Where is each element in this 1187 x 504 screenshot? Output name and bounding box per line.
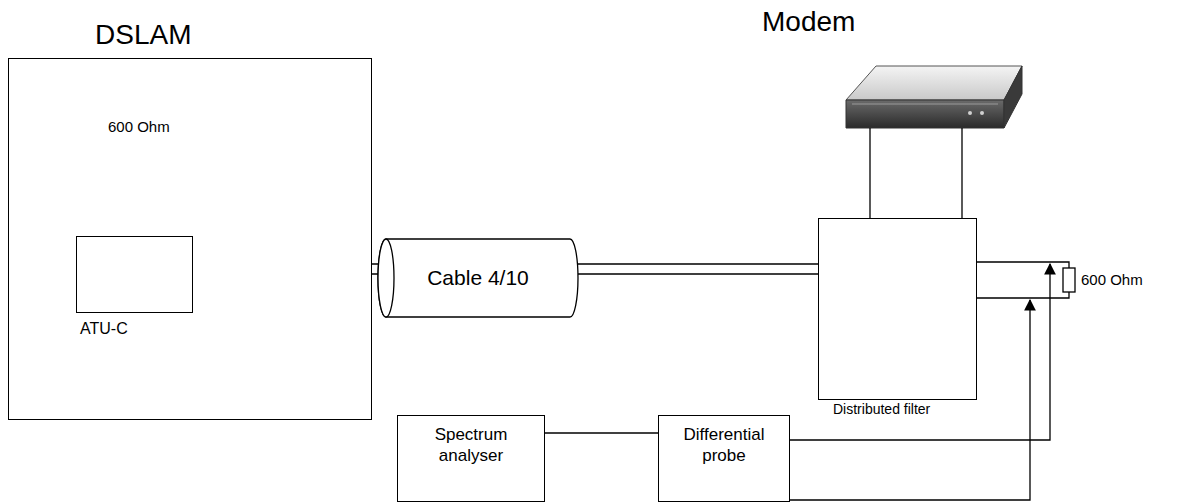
resistor-symbol [1063, 268, 1075, 292]
node-text: DSLAM [95, 19, 191, 51]
resistor-value: 600 Ohm [108, 118, 170, 135]
dslam-housing: DSLAMATU-C [8, 58, 372, 420]
cable-cylinder: Cable 4/10 [378, 238, 578, 318]
modem-wires [870, 128, 962, 218]
node-text: Distributed filter [833, 401, 930, 417]
cable-body [378, 239, 578, 317]
spectrum-analyser-box: Spectrum analyser [397, 415, 545, 502]
differential-probe-box: Differential probe [658, 415, 790, 502]
distributed-filter-box: Distributed filter [818, 218, 977, 400]
node-text: Differential probe [659, 416, 789, 467]
node-text: Cable 4/10 [427, 266, 529, 290]
atu-c-box: ATU-C [76, 236, 193, 313]
cable-end [378, 239, 394, 317]
device-title: Modem [762, 6, 855, 38]
node-text: Spectrum analyser [398, 416, 544, 467]
wire-connector [578, 264, 818, 274]
wire-connector [545, 432, 658, 433]
resistor-value: 600 Ohm [1081, 271, 1143, 288]
modem-illustration [846, 66, 1022, 128]
node-text: ATU-C [80, 320, 128, 338]
